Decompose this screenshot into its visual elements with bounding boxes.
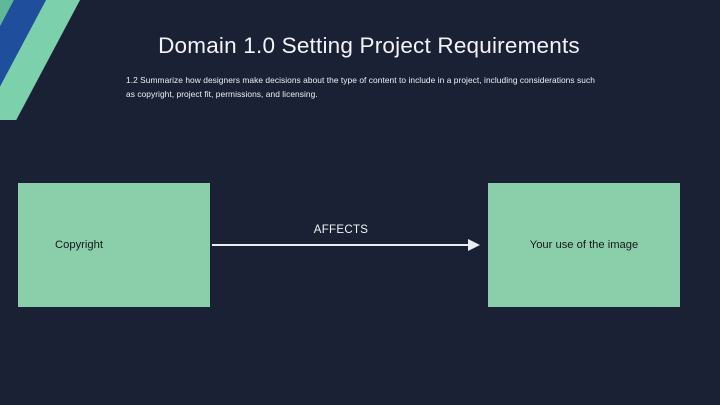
diagram-edge-arrowhead-icon bbox=[468, 239, 480, 251]
diagram-node-source-label: Copyright bbox=[55, 239, 103, 251]
diagram-node-target: Your use of the image bbox=[488, 183, 680, 307]
decorative-ribbons bbox=[0, 0, 110, 120]
slide-title: Domain 1.0 Setting Project Requirements bbox=[158, 33, 580, 58]
diagram-node-source: Copyright bbox=[18, 183, 210, 307]
diagram-edge-line bbox=[212, 244, 470, 246]
diagram-node-target-label: Your use of the image bbox=[529, 239, 639, 251]
diagram-edge-label: AFFECTS bbox=[313, 224, 369, 236]
slide-subtitle: 1.2 Summarize how designers make decisio… bbox=[126, 75, 595, 99]
